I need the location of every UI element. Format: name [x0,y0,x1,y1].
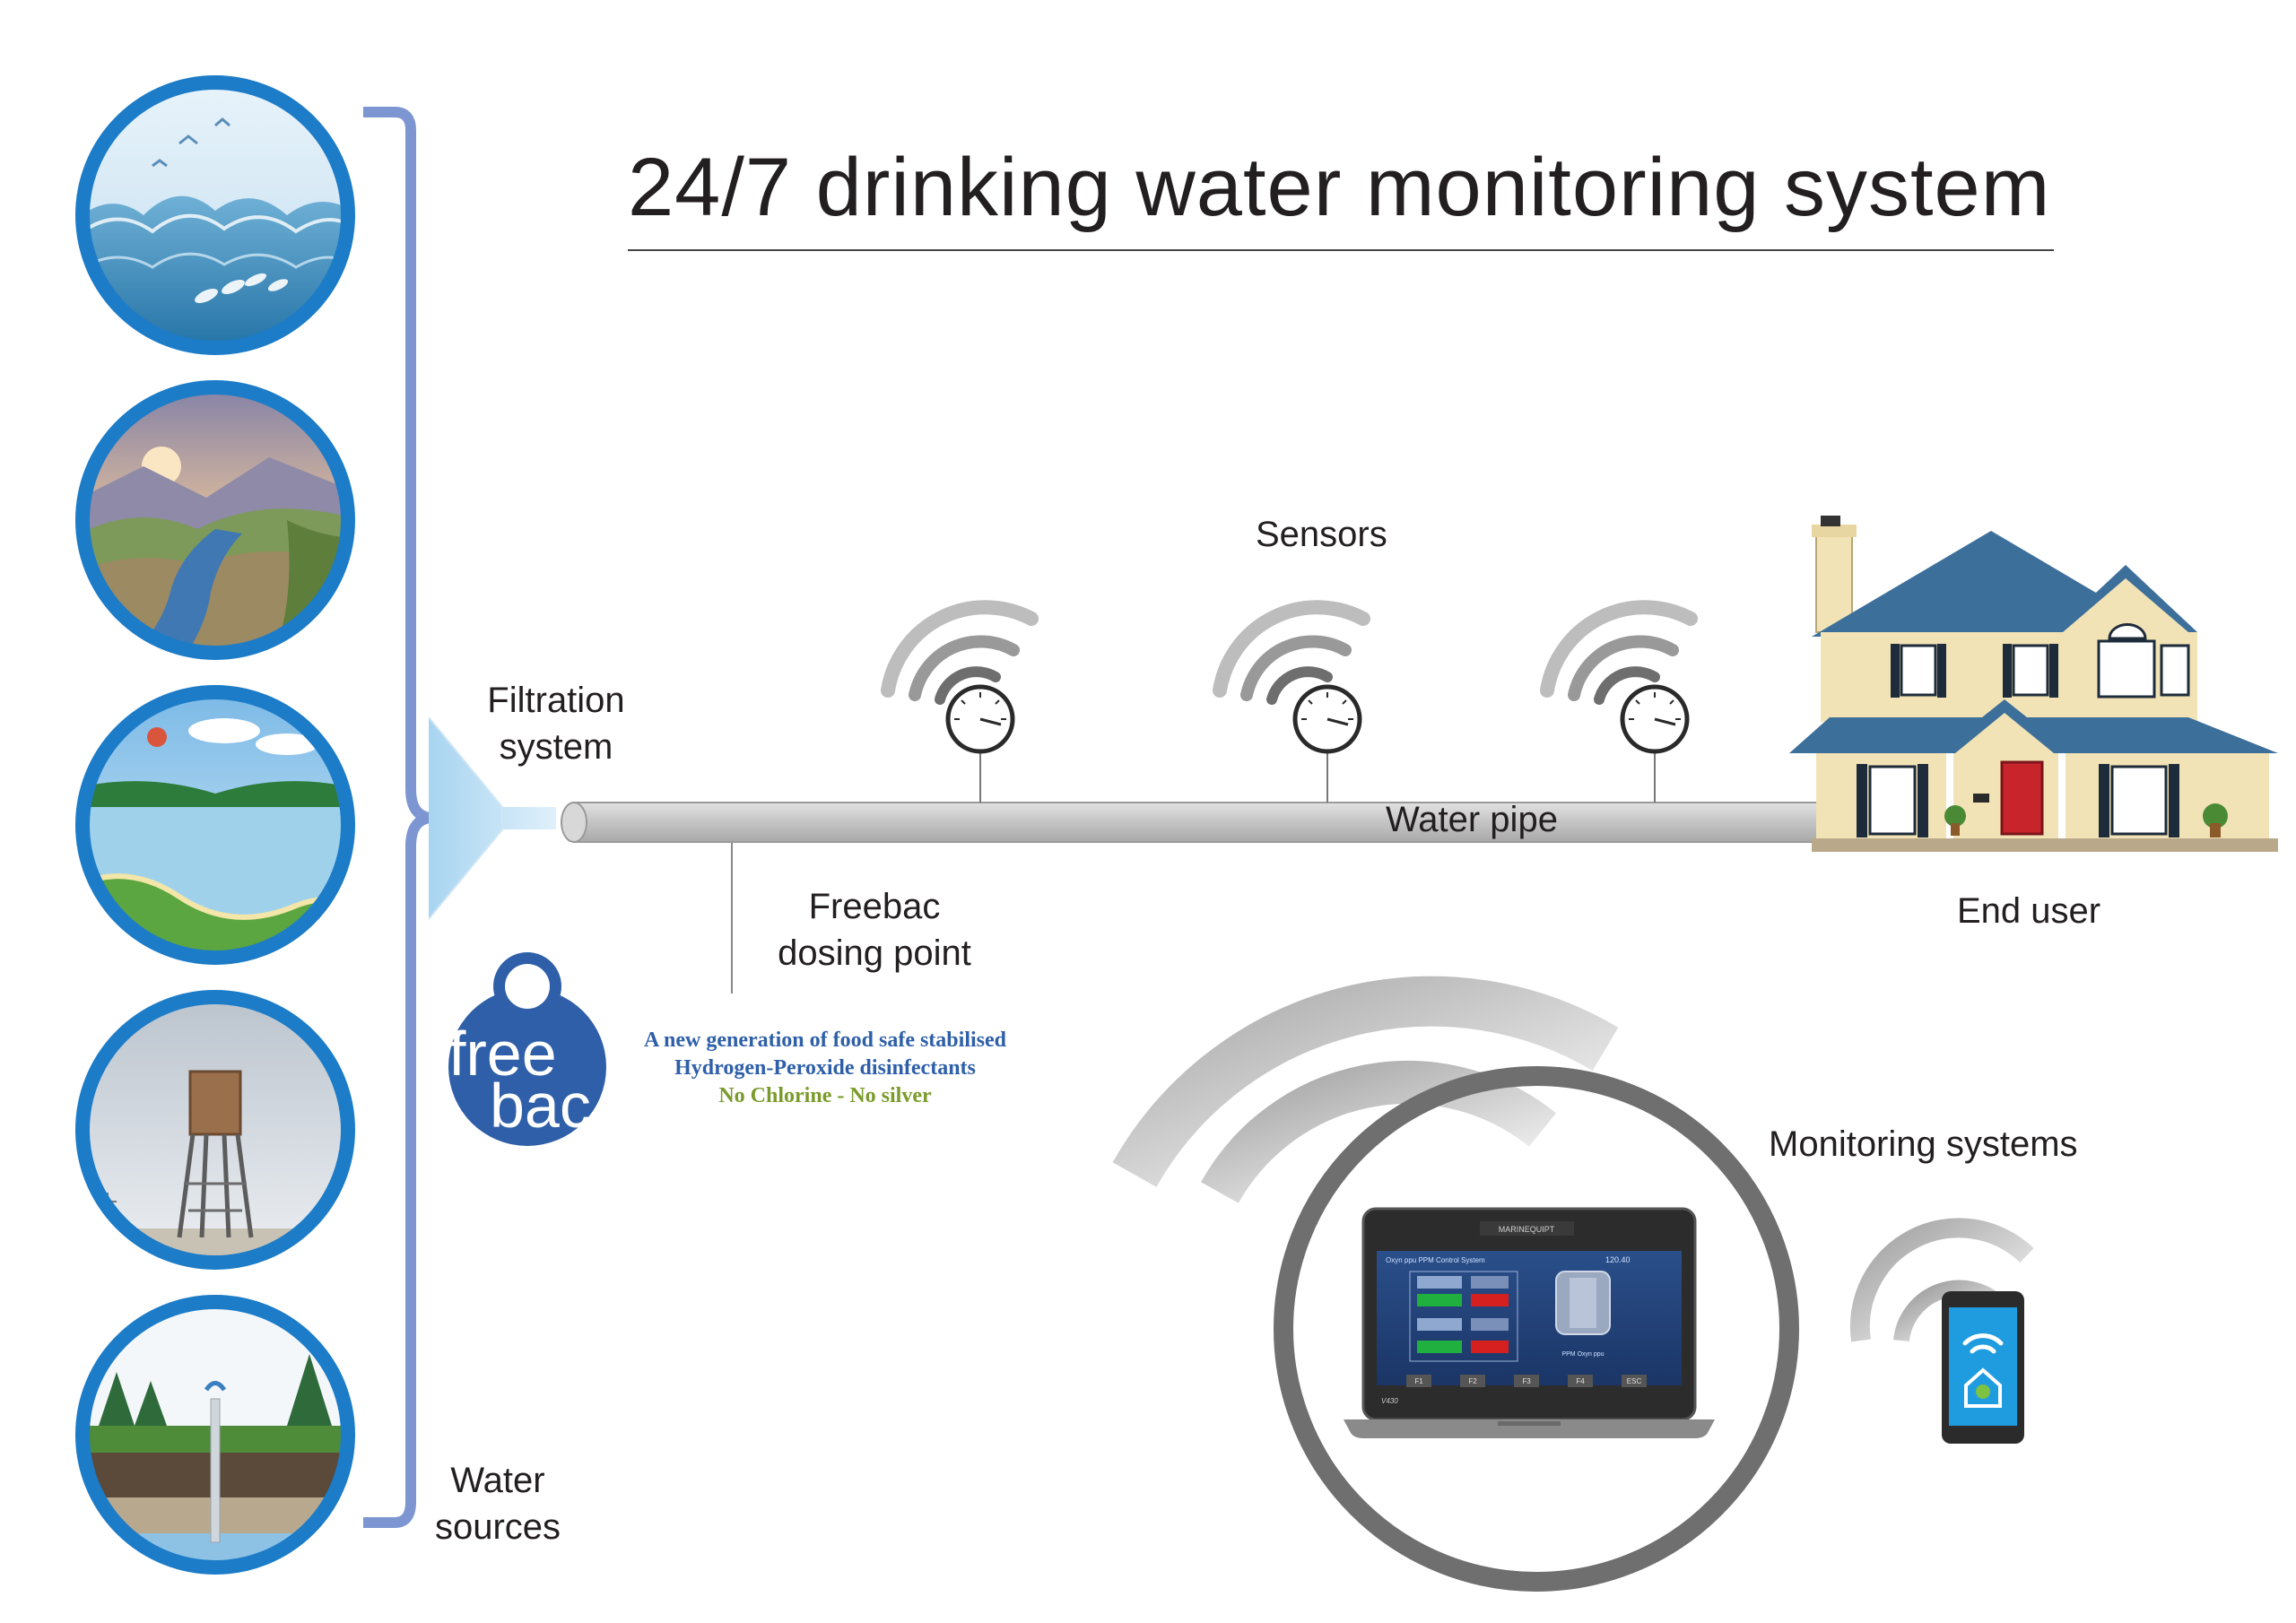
tagline-line-3: No Chlorine - No silver [718,1084,932,1108]
tagline-line-2: Hydrogen-Peroxide disinfectants [674,1056,976,1081]
water-sources-label-line-2: sources [434,1507,561,1547]
key-f2: F2 [1468,1377,1477,1385]
sensor-3 [1540,600,1698,803]
laptop-model: V430 [1381,1397,1398,1405]
page-title: 24/7 drinking water monitoring system [628,135,2054,251]
freebac-logo-text-2: bac [490,1071,591,1141]
wifi-signal-icon [1213,600,1370,705]
dosing-label-line-2: dosing point [778,933,971,973]
screen-button-control [1417,1318,1462,1331]
sea-icon [75,75,355,355]
wifi-home-icon [1962,1333,2004,1408]
water-sources-label-line-1: Water [450,1461,545,1500]
lake-icon [75,685,355,965]
laptop-ring [1274,1066,1799,1592]
smartphone-icon [1942,1291,2024,1444]
wifi-signal-icon [881,600,1039,705]
gauge-icon [1292,684,1362,754]
laptop-icon: MARINEQUIPT Oxyn ppu PPM Control System … [1344,1207,1715,1438]
filtration-funnel-icon [428,716,556,920]
filtration-label-line-1: Filtration [487,681,625,720]
freebac-logo [448,952,606,1146]
screen-button-activate [1417,1341,1462,1353]
river-valley-icon [75,380,355,660]
dosing-point-label: Freebac dosing point [744,883,1004,976]
sensor-1 [881,600,1039,803]
key-f4: F4 [1576,1377,1585,1385]
laptop-tank-label: PPM Oxyn ppu [1561,1351,1604,1358]
tagline-line-1: A new generation of food safe stabilised [644,1028,1006,1052]
end-user-label: End user [1957,891,2101,931]
filtration-label-line-2: system [499,727,613,767]
laptop-header: Oxyn ppu PPM Control System [1386,1256,1485,1264]
key-f1: F1 [1414,1377,1423,1385]
key-esc: ESC [1627,1377,1642,1385]
screen-button-stop [1471,1294,1509,1306]
water-sources-label: Water sources [422,1457,574,1550]
monitoring-label: Monitoring systems [1769,1124,2078,1164]
screen-button-refresh [1417,1276,1462,1289]
gauge-icon [945,684,1015,754]
dosing-label-line-1: Freebac [808,887,941,926]
freebac-tagline: A new generation of food safe stabilised… [619,1027,1031,1111]
key-f3: F3 [1522,1377,1531,1385]
water-sources-bracket [363,107,436,1528]
filtration-label: Filtration system [457,677,655,770]
monitoring-wifi-waves [1112,976,1619,1203]
sensors-label: Sensors [1256,515,1387,554]
laptop-brand: MARINEQUIPT [1499,1225,1555,1234]
freebac-logo-text-1: free [448,1019,557,1089]
sensor-2 [1213,600,1370,803]
screen-button-stop-2 [1471,1341,1509,1353]
water-tower-icon [75,990,355,1270]
water-pipe-label: Water pipe [1386,800,1558,839]
groundwater-well-icon [75,1295,355,1575]
screen-button-start [1417,1294,1462,1306]
gauge-icon [1620,684,1690,754]
wifi-signal-icon [1540,600,1698,705]
water-pipe [561,802,1826,843]
laptop-value: 120.40 [1605,1255,1631,1264]
house-icon [1789,516,2278,852]
